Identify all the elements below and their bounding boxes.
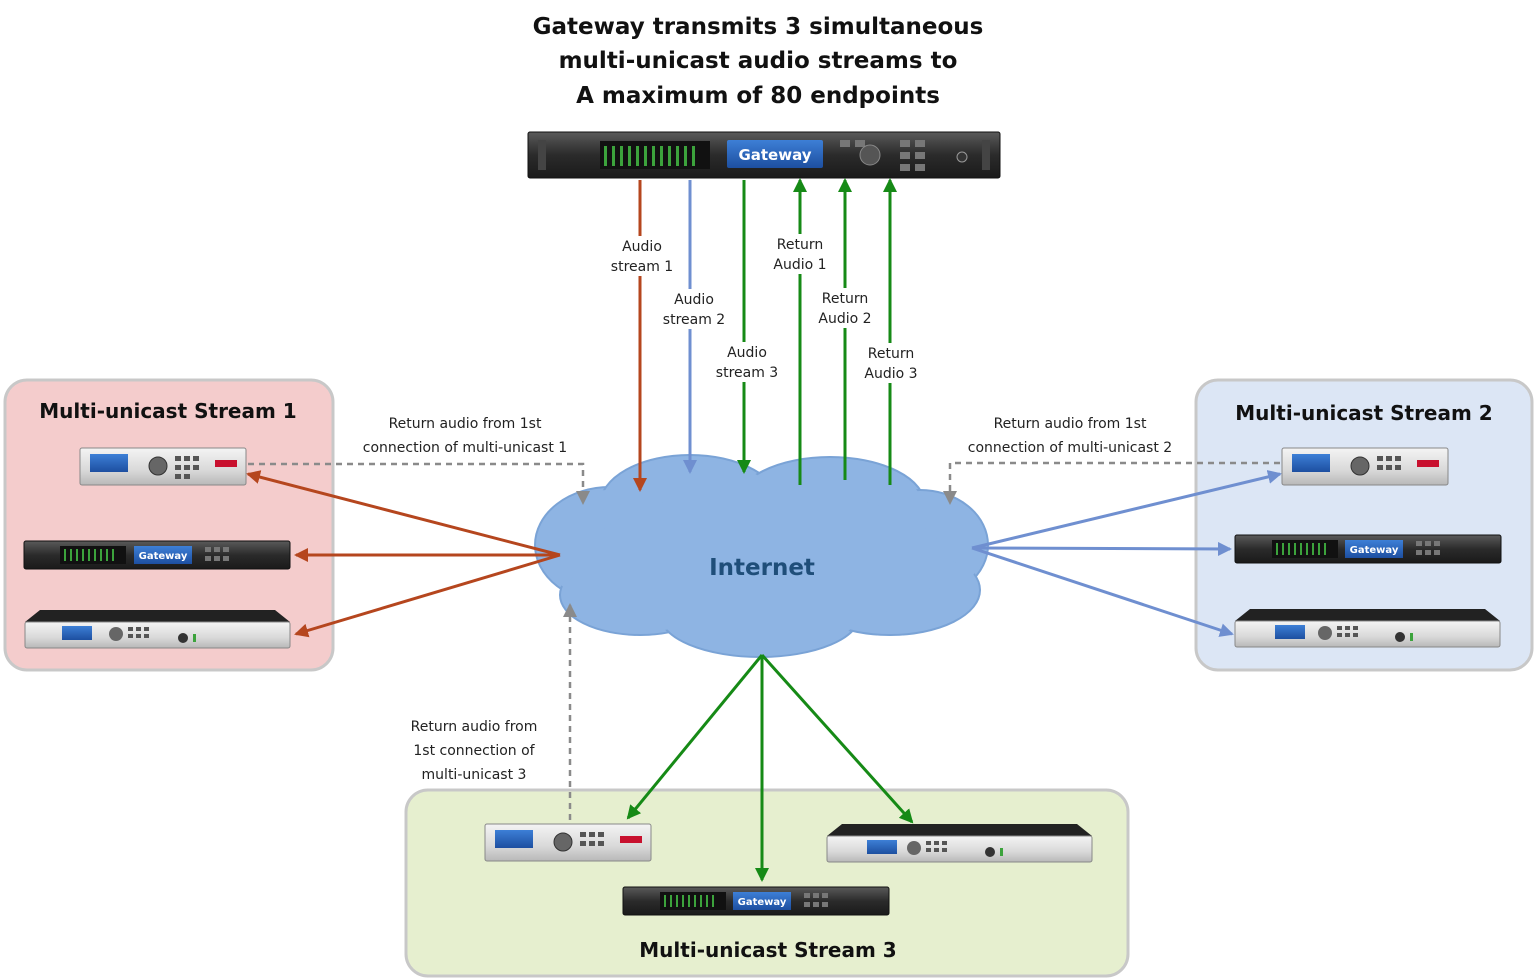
main-gateway-device-icon: Gateway — [527, 131, 1001, 179]
stream-1-endpoint-gateway-device-icon: Gateway — [23, 540, 291, 570]
svg-text:Audio: Audio — [674, 292, 714, 308]
return-note-stream-3: Return audio from 1st connection of mult… — [411, 719, 538, 783]
stream-1-endpoint-silver-device-icon — [24, 610, 291, 649]
stream-2-arrow-endpoint-2 — [971, 541, 1232, 556]
svg-text:Return audio from 1st: Return audio from 1st — [389, 416, 542, 432]
diagram-title: Gateway transmits 3 simultaneous multi-u… — [533, 14, 984, 109]
stream-label-audio-stream-3: Audio stream 3 — [710, 342, 786, 382]
svg-text:Return: Return — [777, 237, 823, 253]
svg-text:Return audio from 1st: Return audio from 1st — [994, 416, 1147, 432]
stream-3-endpoint-bridge-it-device-icon — [484, 823, 652, 862]
stream-2-arrow-endpoint-1 — [971, 469, 1282, 550]
main-gateway-screen-label: Gateway — [738, 146, 811, 164]
stream-label-return-audio-3: Return Audio 3 — [858, 343, 924, 383]
svg-text:Audio 1: Audio 1 — [773, 257, 826, 273]
svg-text:Return: Return — [822, 291, 868, 307]
stream-2-arrow-endpoint-3 — [971, 546, 1234, 637]
group-title-stream-2: Multi-unicast Stream 2 — [1235, 401, 1492, 425]
svg-text:Gateway: Gateway — [738, 897, 787, 908]
stream-3-arrow-endpoint-1 — [626, 654, 764, 820]
group-title-stream-1: Multi-unicast Stream 1 — [39, 399, 296, 423]
return-path-stream-1-dashed — [248, 462, 590, 505]
stream-label-return-audio-2: Return Audio 2 — [812, 288, 878, 328]
svg-text:stream 3: stream 3 — [716, 365, 778, 381]
return-note-stream-1: Return audio from 1st connection of mult… — [363, 416, 567, 456]
svg-text:Audio 2: Audio 2 — [818, 311, 871, 327]
svg-text:Audio 3: Audio 3 — [864, 366, 917, 382]
stream-label-return-audio-1: Return Audio 1 — [767, 234, 833, 274]
svg-text:multi-unicast 3: multi-unicast 3 — [422, 767, 527, 783]
group-title-stream-3: Multi-unicast Stream 3 — [639, 938, 896, 962]
svg-text:connection of multi-unicast 2: connection of multi-unicast 2 — [968, 440, 1172, 456]
svg-text:Return: Return — [868, 346, 914, 362]
internet-label: Internet — [709, 555, 815, 581]
return-path-stream-2-dashed — [943, 461, 1280, 505]
svg-text:connection of multi-unicast 1: connection of multi-unicast 1 — [363, 440, 567, 456]
svg-text:stream 2: stream 2 — [663, 312, 725, 328]
title-line-3: A maximum of 80 endpoints — [576, 83, 940, 109]
svg-text:Audio: Audio — [622, 239, 662, 255]
stream-3-endpoint-silver-device-icon — [826, 824, 1093, 863]
svg-text:1st connection of: 1st connection of — [413, 743, 535, 759]
stream-3-arrow-endpoint-3 — [760, 653, 914, 824]
title-line-2: multi-unicast audio streams to — [559, 48, 958, 74]
svg-text:Gateway: Gateway — [139, 551, 188, 562]
stream-label-audio-stream-2: Audio stream 2 — [657, 289, 733, 329]
stream-1-arrow-endpoint-1 — [246, 470, 561, 557]
stream-1-arrow-endpoint-3 — [294, 553, 561, 638]
svg-text:stream 1: stream 1 — [611, 259, 673, 275]
return-note-stream-2: Return audio from 1st connection of mult… — [968, 416, 1172, 456]
stream-2-endpoint-bridge-it-device-icon — [1281, 447, 1449, 486]
svg-text:Audio: Audio — [727, 345, 767, 361]
stream-label-audio-stream-1: Audio stream 1 — [604, 236, 680, 276]
stream-2-endpoint-gateway-device-icon: Gateway — [1234, 534, 1502, 564]
stream-1-endpoint-bridge-it-device-icon — [79, 447, 247, 486]
stream-2-endpoint-silver-device-icon — [1234, 609, 1501, 648]
title-line-1: Gateway transmits 3 simultaneous — [533, 14, 984, 40]
svg-text:Return audio from: Return audio from — [411, 719, 538, 735]
svg-text:Gateway: Gateway — [1350, 545, 1399, 556]
stream-3-endpoint-gateway-device-icon: Gateway — [622, 886, 890, 916]
